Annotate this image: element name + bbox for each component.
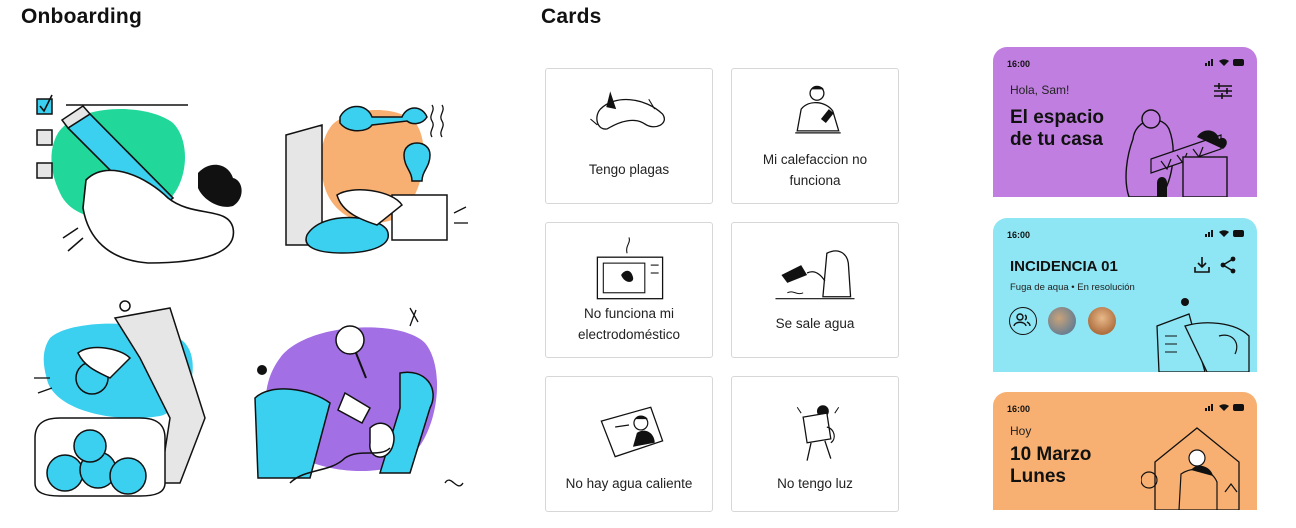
avatar[interactable] xyxy=(1048,307,1076,335)
card-label: Tengo plagas xyxy=(554,159,704,180)
card-label: Mi calefaccion no funciona xyxy=(740,149,890,191)
card-label-line: Tengo plagas xyxy=(588,162,670,177)
bug-illustration-icon xyxy=(590,91,665,130)
sliders-icon[interactable] xyxy=(1213,83,1233,99)
card-se-sale-agua[interactable]: Se sale agua xyxy=(731,222,899,358)
heater-illustration-icon xyxy=(795,85,841,134)
cards-title: Cards xyxy=(541,5,602,28)
download-icon[interactable] xyxy=(1193,256,1211,274)
card-label: No funciona mi electrodoméstico xyxy=(554,303,704,345)
phone-home-screen: 16:00 Hola, Sam! El espacio de tu casa xyxy=(993,47,1257,197)
card-agua-caliente[interactable]: No hay agua caliente xyxy=(545,376,713,512)
card-electrodomestico[interactable]: No funciona mi electrodoméstico xyxy=(545,222,713,358)
onboarding-illustration-pests xyxy=(254,307,464,487)
card-no-tengo-luz[interactable]: No tengo luz xyxy=(731,376,899,512)
incident-illustration xyxy=(1156,298,1250,372)
water-leak-illustration-icon xyxy=(775,250,855,300)
phone-calendar-screen: 16:00 Hoy 10 Marzo Lunes xyxy=(993,392,1257,510)
onboarding-illustration-repair xyxy=(285,104,468,254)
avatar[interactable] xyxy=(1088,307,1116,335)
card-label-line: funciona xyxy=(789,173,841,188)
status-bar-icons xyxy=(1205,404,1244,411)
home-title: El espacio de tu casa xyxy=(1010,107,1104,151)
card-label-line: electrodoméstico xyxy=(577,327,681,342)
status-time: 16:00 xyxy=(1007,404,1031,414)
incident-meta: Fuga de aqua • En resolución xyxy=(1010,282,1135,293)
card-label-line: No tengo luz xyxy=(777,476,853,491)
incident-status: En resolución xyxy=(1077,282,1135,293)
phone-incident-screen: 16:00 INCIDENCIA 01 Fuga de aqua • En re… xyxy=(993,218,1257,372)
card-label: No tengo luz xyxy=(740,473,890,494)
card-tengo-plagas[interactable]: Tengo plagas xyxy=(545,68,713,204)
card-label-line: Se sale agua xyxy=(775,316,855,331)
users-glyph xyxy=(1013,313,1031,327)
status-time: 16:00 xyxy=(1007,230,1031,240)
date-line: Lunes xyxy=(1010,466,1066,487)
calendar-date: 10 Marzo Lunes xyxy=(1010,444,1091,488)
date-line: 10 Marzo xyxy=(1010,444,1092,465)
home-title-line: de tu casa xyxy=(1010,129,1103,150)
status-bar-icons xyxy=(1205,230,1244,237)
home-illustration xyxy=(1125,109,1228,197)
dot-separator: • xyxy=(1071,282,1078,293)
onboarding-illustration-savings xyxy=(34,300,206,497)
incident-type: Fuga de aqua xyxy=(1010,282,1069,293)
incident-title: INCIDENCIA 01 xyxy=(1010,258,1118,275)
house-illustration xyxy=(1141,427,1240,510)
card-label-line: No funciona mi xyxy=(583,306,675,321)
status-bar-icons xyxy=(1205,59,1244,66)
card-label: No hay agua caliente xyxy=(554,473,704,494)
hot-water-illustration-icon xyxy=(600,406,664,458)
no-light-illustration-icon xyxy=(796,405,840,461)
greeting-text: Hola, Sam! xyxy=(1010,83,1070,97)
day-label: Hoy xyxy=(1010,424,1032,438)
users-icon[interactable] xyxy=(1009,307,1037,335)
status-time: 16:00 xyxy=(1007,59,1031,69)
onboarding-title: Onboarding xyxy=(21,5,142,28)
appliance-illustration-icon xyxy=(596,237,664,300)
card-label-line: Mi calefaccion no xyxy=(762,152,868,167)
share-icon[interactable] xyxy=(1219,256,1237,274)
card-calefaccion[interactable]: Mi calefaccion no funciona xyxy=(731,68,899,204)
card-label-line: No hay agua caliente xyxy=(565,476,693,491)
onboarding-illustration-checklist xyxy=(36,94,242,264)
card-label: Se sale agua xyxy=(740,313,890,334)
home-title-line: El espacio xyxy=(1010,107,1104,128)
